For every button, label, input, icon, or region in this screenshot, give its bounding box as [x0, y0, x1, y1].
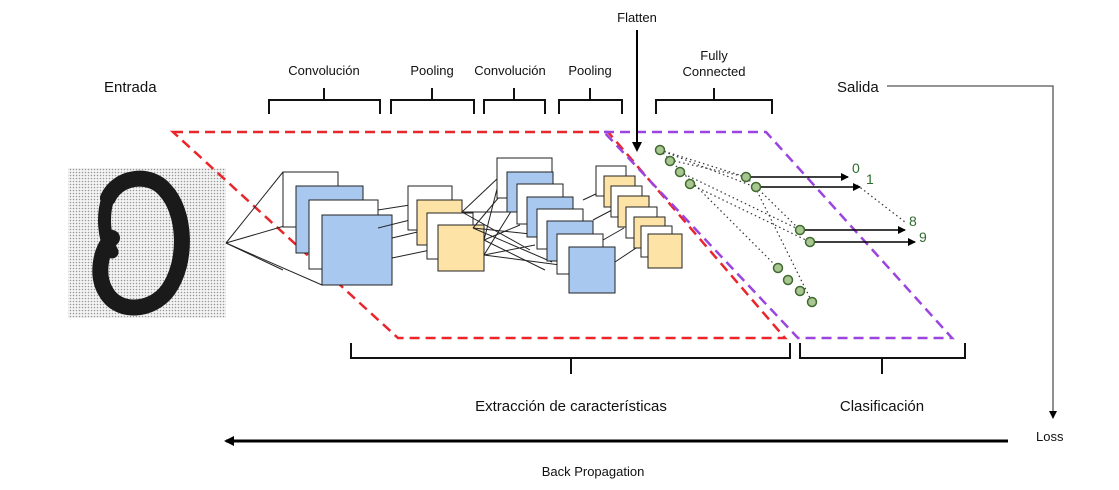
output-neurons	[740, 171, 816, 248]
output-class-8: 8	[909, 213, 917, 229]
flatten-neurons	[654, 144, 818, 308]
pool2-feature-maps	[595, 165, 683, 269]
conv1-feature-maps	[282, 171, 393, 286]
pool2-label: Pooling	[568, 63, 611, 78]
flatten-label: Flatten	[617, 10, 657, 25]
fully-connected-label-line2: Connected	[683, 64, 746, 79]
output-label: Salida	[837, 79, 879, 96]
pool1-label: Pooling	[410, 63, 453, 78]
input-image	[68, 168, 226, 318]
output-class-0: 0	[852, 160, 860, 176]
classification-region	[601, 130, 955, 340]
pool1-bracket	[390, 88, 475, 114]
classification-label: Clasificación	[840, 398, 924, 415]
back-propagation-label: Back Propagation	[542, 464, 645, 479]
loss-label: Loss	[1036, 429, 1064, 444]
pool2-bracket	[558, 88, 623, 114]
fully-connected-label-line1: Fully	[700, 48, 728, 63]
conv1-label: Convolución	[288, 63, 360, 78]
input-to-conv1-connections	[225, 171, 323, 286]
feature-extraction-bracket	[350, 343, 791, 374]
input-label: Entrada	[104, 79, 157, 96]
classification-bracket	[799, 343, 966, 374]
conv2-bracket	[483, 88, 546, 114]
output-class-9: 9	[919, 229, 927, 245]
conv1-bracket	[268, 88, 381, 114]
conv2-label: Convolución	[474, 63, 546, 78]
output-class-1: 1	[866, 171, 874, 187]
feature-extraction-label: Extracción de características	[475, 398, 667, 415]
output-to-loss-arrow	[887, 85, 1057, 419]
output-arrows	[751, 173, 916, 246]
fully-connected-bracket	[655, 88, 773, 114]
conv2-feature-maps	[496, 157, 616, 294]
pool1-feature-maps	[407, 185, 485, 272]
feature-extraction-region	[169, 130, 788, 340]
